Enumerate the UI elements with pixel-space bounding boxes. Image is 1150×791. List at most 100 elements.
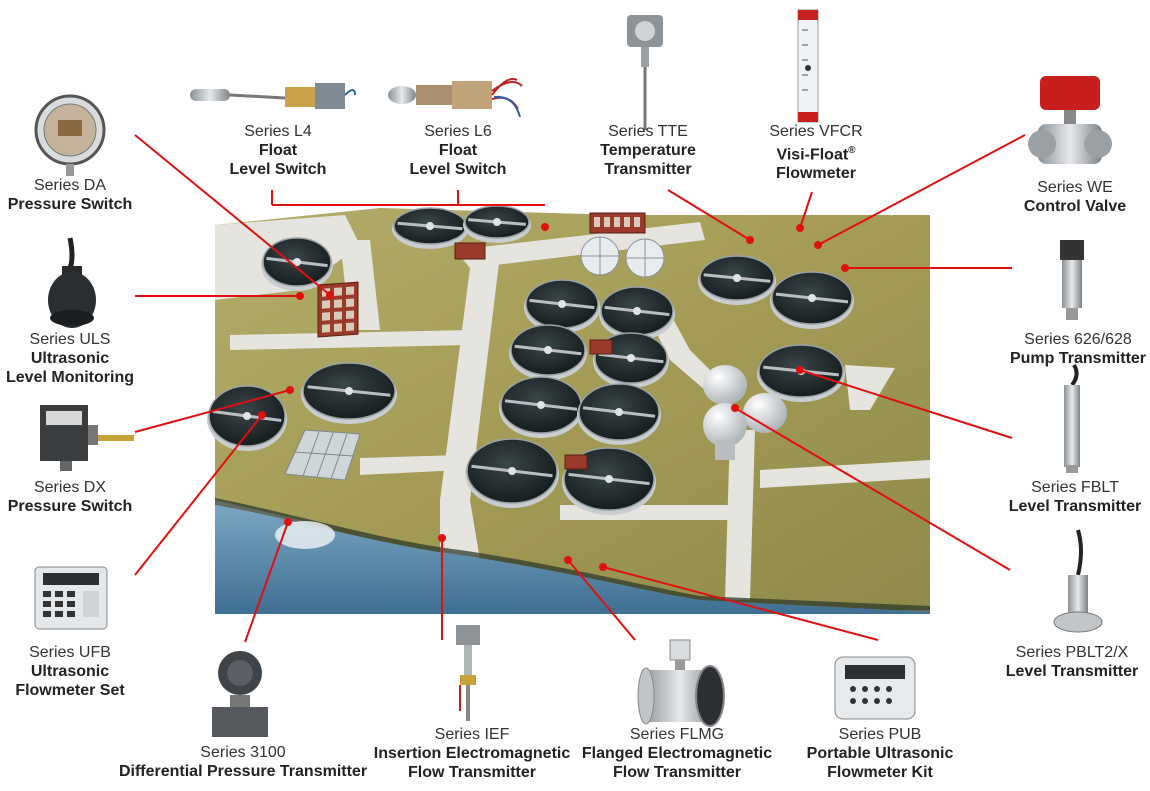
description-text: Flanged Electromagnetic bbox=[581, 745, 773, 762]
ief-flow-transmitter-image bbox=[456, 625, 480, 721]
product-description: Pressure Switch bbox=[0, 497, 220, 516]
leader-line-s3100 bbox=[244, 521, 289, 643]
leader-point bbox=[296, 292, 304, 300]
digesters bbox=[703, 365, 787, 460]
clarifier-tank bbox=[698, 255, 776, 305]
series-name: Series PBLT2/X bbox=[1015, 644, 1129, 661]
description-text: Pump Transmitter bbox=[1009, 350, 1147, 367]
description-text: Pressure Switch bbox=[7, 498, 133, 515]
description-text: Flow Transmitter bbox=[407, 764, 537, 781]
series-name: Series FLMG bbox=[629, 726, 725, 743]
series-name: Series DA bbox=[33, 177, 107, 194]
product-description: Level Transmitter bbox=[922, 662, 1150, 681]
leader-line-pub bbox=[602, 566, 879, 641]
leader-lines bbox=[134, 134, 1026, 643]
leader-line-flmg bbox=[567, 559, 636, 641]
product-description: Flow Transmitter bbox=[322, 763, 622, 782]
leader-line-tte bbox=[667, 189, 751, 241]
leader-points bbox=[258, 223, 849, 571]
series-name: Series IEF bbox=[434, 726, 510, 743]
description-text: Level Monitoring bbox=[6, 369, 134, 386]
series-name: Series WE bbox=[1037, 179, 1113, 196]
leader-line-da bbox=[134, 134, 331, 296]
leader-line-we bbox=[817, 134, 1026, 246]
product-description: Transmitter bbox=[498, 160, 798, 179]
s3100-dp-transmitter-image bbox=[212, 651, 268, 737]
description-text: Transmitter bbox=[604, 161, 692, 178]
product-description: Portable Ultrasonic bbox=[730, 744, 1030, 763]
product-description: Control Valve bbox=[925, 197, 1150, 216]
series-name: Series FBLT bbox=[1031, 479, 1119, 496]
product-description: Ultrasonic bbox=[0, 662, 220, 681]
leader-line-ufb bbox=[134, 414, 263, 576]
leader-point bbox=[438, 534, 446, 542]
description-text: Float bbox=[438, 142, 478, 159]
description-text: Level Transmitter bbox=[1008, 498, 1142, 515]
leader-line-dx bbox=[134, 389, 291, 433]
leader-point bbox=[746, 236, 754, 244]
description-text: Portable Ultrasonic bbox=[806, 745, 954, 762]
product-description: Level Monitoring bbox=[0, 368, 220, 387]
description-text: Differential Pressure Transmitter bbox=[118, 763, 368, 780]
product-description: Flow Transmitter bbox=[527, 763, 827, 782]
leader-line-pblt bbox=[734, 407, 1011, 571]
dx-pressure-switch-image bbox=[40, 405, 134, 471]
we-control-valve-image bbox=[1028, 76, 1112, 164]
product-description: Pump Transmitter bbox=[928, 349, 1150, 368]
water-area bbox=[215, 505, 930, 614]
series-name: Series TTE bbox=[608, 123, 688, 140]
clarifier-tank bbox=[770, 271, 854, 329]
fblt-level-transmitter-image bbox=[1064, 363, 1080, 473]
leader-point bbox=[796, 224, 804, 232]
leader-point bbox=[814, 241, 822, 249]
leader-point bbox=[258, 411, 266, 419]
product-description: Flowmeter Set bbox=[0, 681, 220, 700]
product-description: Level Switch bbox=[308, 160, 608, 179]
description-text: Level Switch bbox=[229, 161, 327, 178]
product-description: Temperature bbox=[498, 141, 798, 160]
description-text: Visi-Float bbox=[776, 146, 849, 164]
product-description: Float bbox=[308, 141, 608, 160]
product-description: Level Transmitter bbox=[925, 497, 1150, 516]
product-description: Pressure Switch bbox=[0, 195, 220, 214]
series-name: Series DX bbox=[33, 479, 107, 496]
description-text: Temperature bbox=[600, 142, 696, 159]
description-text: Insertion Electromagnetic bbox=[373, 745, 571, 762]
clarifier-tank bbox=[207, 385, 287, 451]
label-dx: Series DX Pressure Switch bbox=[0, 478, 220, 516]
flmg-flow-transmitter-image bbox=[637, 639, 725, 727]
clarifier-tanks bbox=[207, 205, 854, 515]
l4-float-switch-image bbox=[190, 83, 356, 109]
series-name: Series ULS bbox=[29, 331, 111, 348]
description-text: Flowmeter Set bbox=[15, 682, 125, 699]
product-images bbox=[34, 9, 1112, 737]
leader-point bbox=[286, 386, 294, 394]
leader-point bbox=[796, 366, 804, 374]
leader-point bbox=[541, 223, 549, 231]
leader-point bbox=[731, 404, 739, 412]
product-description: Flanged Electromagnetic bbox=[527, 744, 827, 763]
buildings bbox=[284, 212, 787, 481]
clarifier-tank bbox=[509, 324, 587, 380]
series-name: Series L4 bbox=[244, 123, 312, 140]
registered-mark: ® bbox=[848, 145, 856, 156]
description-text: Flowmeter bbox=[775, 165, 856, 183]
clarifier-tank bbox=[463, 205, 531, 243]
clarifier-tank bbox=[465, 438, 559, 508]
product-description: Flowmeter Kit bbox=[730, 763, 1030, 782]
product-description: Flowmeter bbox=[666, 164, 966, 183]
product-description: Insertion Electromagnetic bbox=[322, 744, 622, 763]
